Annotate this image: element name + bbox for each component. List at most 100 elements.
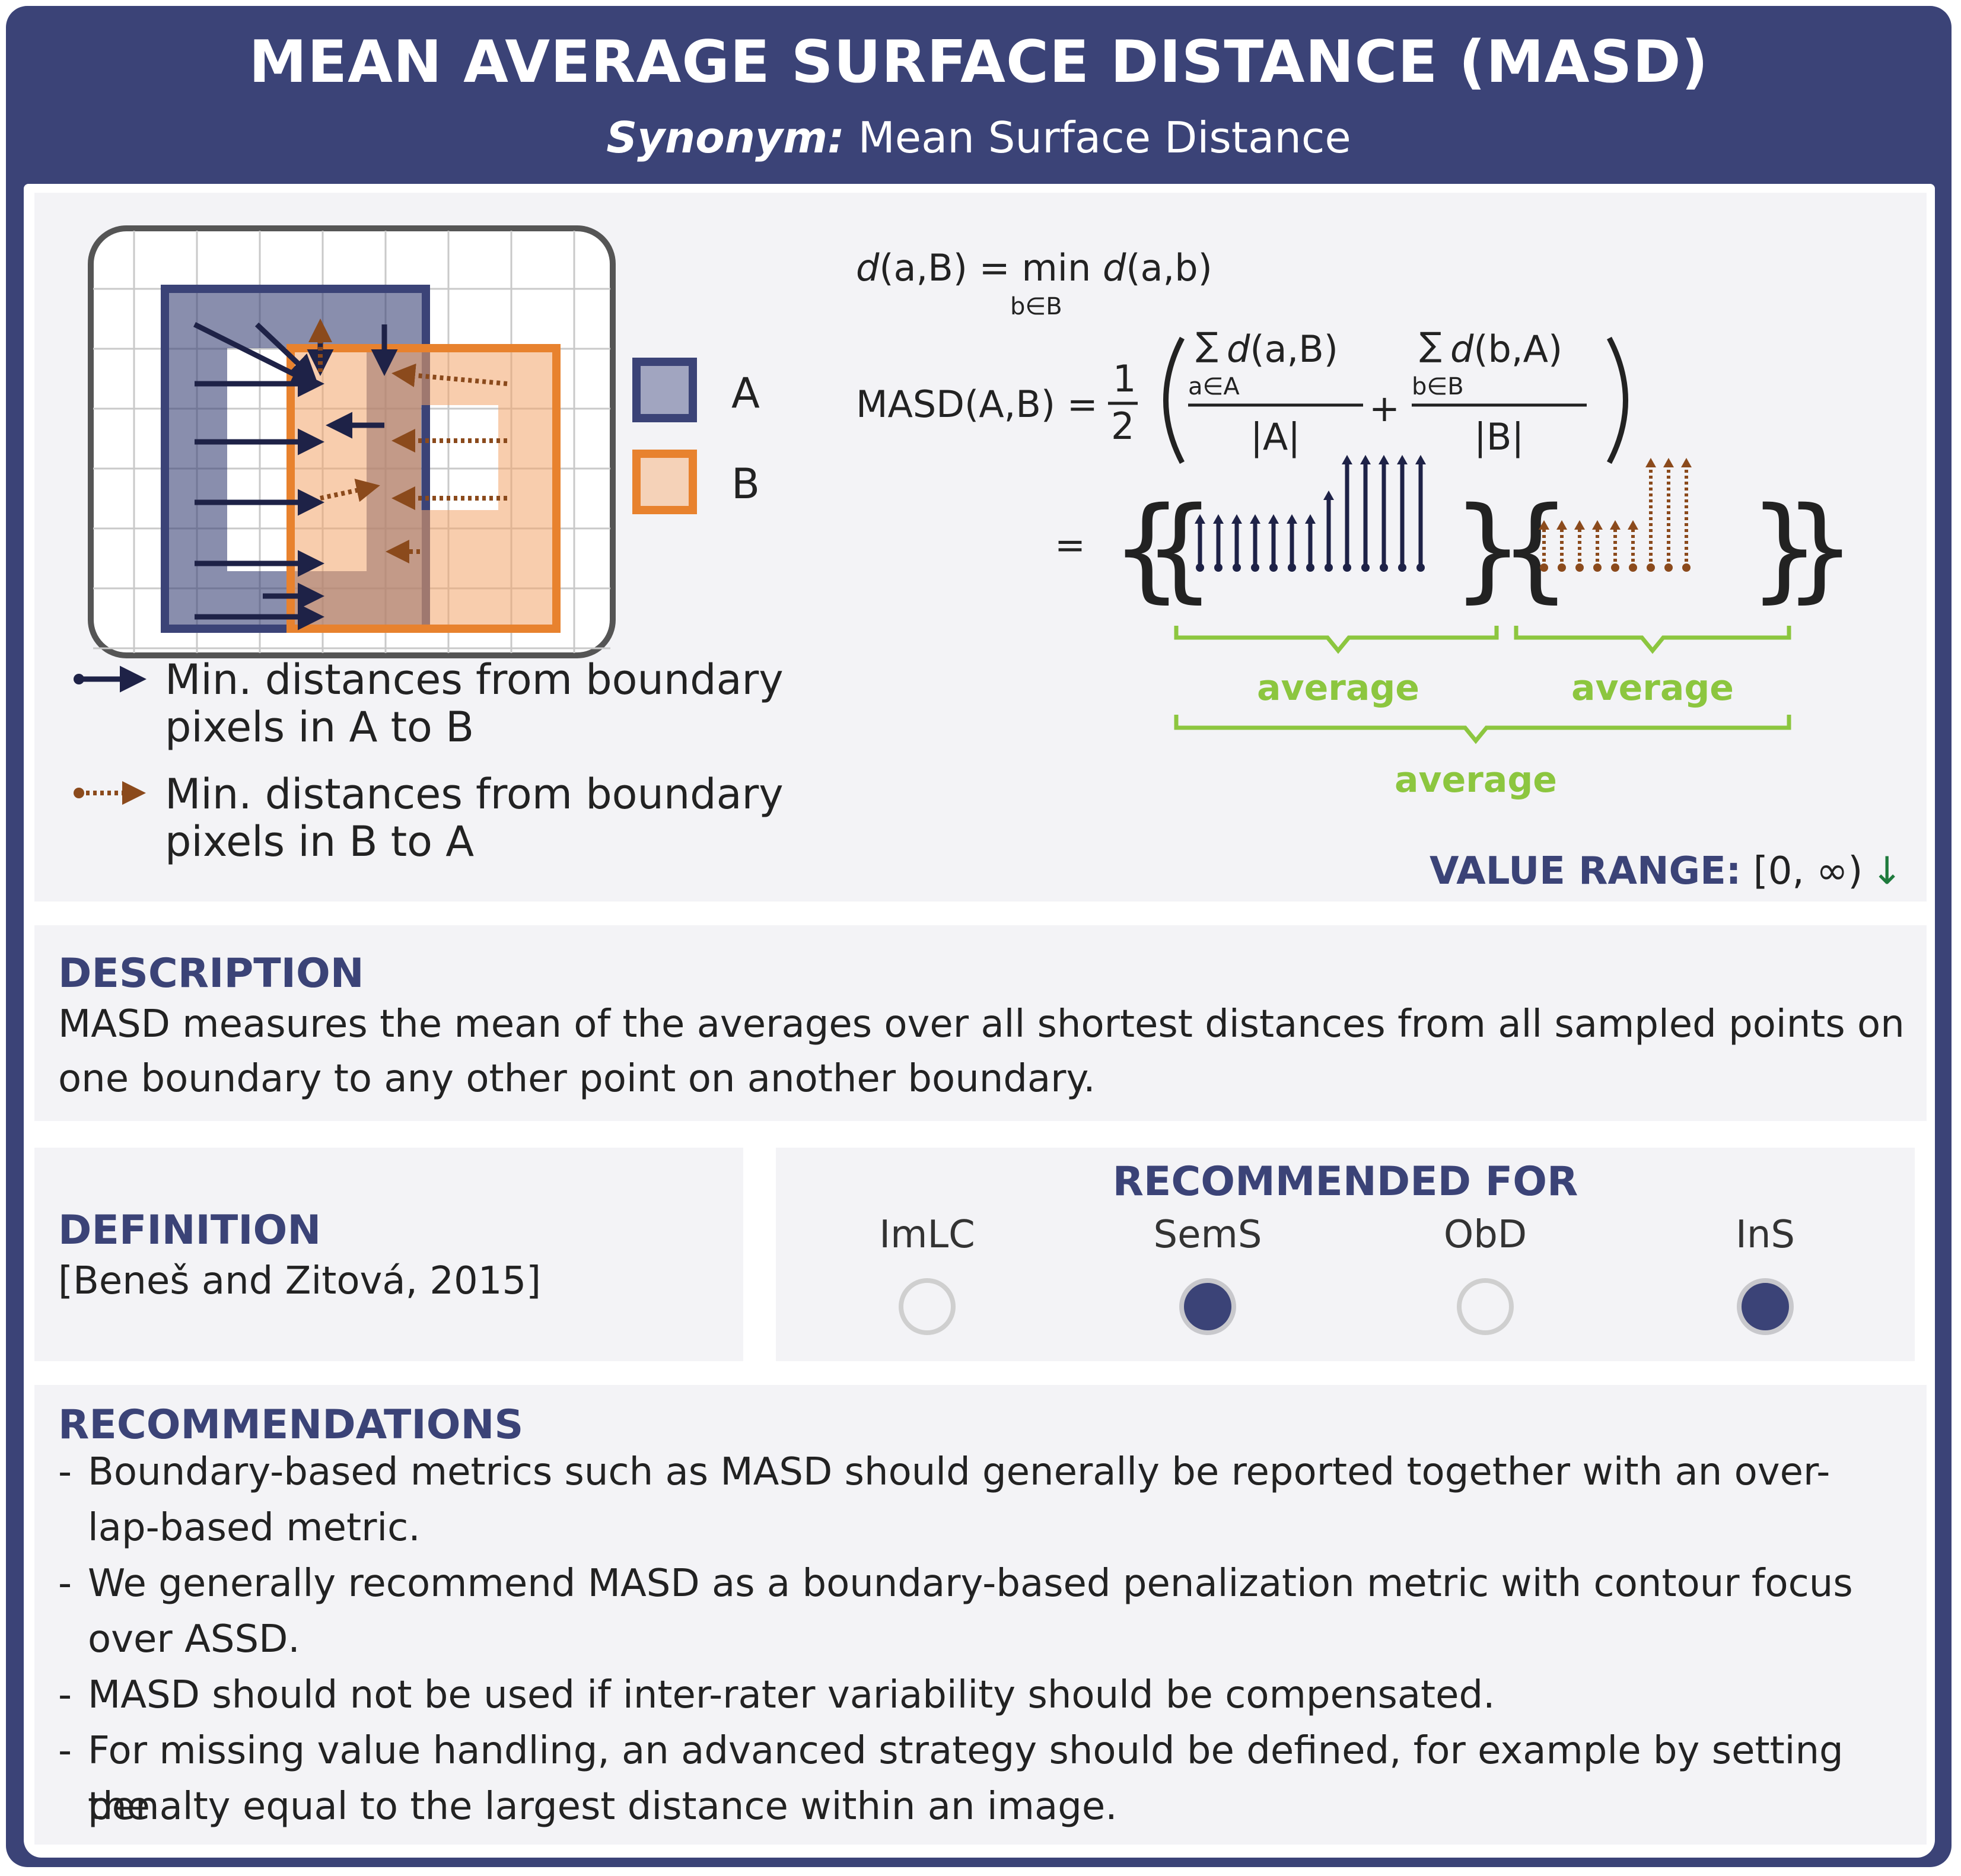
distance-arrow-a-dot xyxy=(1251,563,1259,572)
recommendation-4-line2: penalty equal to the largest distance wi… xyxy=(88,1785,1118,1829)
distance-arrow-b-head xyxy=(1681,458,1692,467)
svg-text:{: { xyxy=(1144,483,1215,614)
svg-text:2: 2 xyxy=(1111,404,1134,448)
average-right-label: average xyxy=(1571,667,1734,709)
distance-arrow-a-dot xyxy=(1361,563,1370,572)
svg-text:=: = xyxy=(1055,523,1085,566)
rec-label-ins: InS xyxy=(1735,1213,1796,1257)
distance-arrow-a-head xyxy=(1287,514,1297,524)
recommendation-3-line1: MASD should not be used if inter-rater v… xyxy=(88,1673,1495,1717)
bullet-dash: - xyxy=(58,1562,72,1606)
masd-lhs: MASD(A,B) = xyxy=(856,383,1098,426)
distance-arrow-a-dot xyxy=(1214,563,1223,572)
distance-arrow-b-head xyxy=(1556,520,1567,530)
svg-text:{: { xyxy=(1500,483,1571,614)
rec-indicator-sems xyxy=(1179,1278,1236,1335)
svg-text:1: 1 xyxy=(1113,357,1136,400)
rec-label-imlc: ImLC xyxy=(879,1213,975,1257)
distance-arrow-b-head xyxy=(1539,520,1549,530)
distance-arrow-b-head xyxy=(1645,458,1656,467)
definition-panel: DEFINITION [Beneš and Zitová, 2015] xyxy=(34,1148,743,1361)
illustration-panel: A B Min. distances from boundary pixels … xyxy=(34,193,1927,902)
legend-b-to-a-line2: pixels in B to A xyxy=(165,817,474,866)
recommendation-1-line1: Boundary-based metrics such as MASD shou… xyxy=(88,1450,1831,1494)
recommendations-panel: RECOMMENDATIONS - Boundary-based metrics… xyxy=(34,1385,1927,1845)
distance-arrow-a-head xyxy=(1195,514,1205,524)
recommendation-4-line1: For missing value handling, an advanced … xyxy=(88,1729,1844,1829)
distance-arrow-a-head xyxy=(1342,455,1352,464)
recommendation-4: - For missing value handling, an advance… xyxy=(58,1723,1921,1836)
distance-arrow-a-dot xyxy=(1269,563,1278,572)
distance-arrow-a-dot xyxy=(1196,563,1204,572)
recommendations-heading: RECOMMENDATIONS xyxy=(58,1402,524,1448)
distance-arrow-a-dot xyxy=(1306,563,1314,572)
distance-arrow-a-head xyxy=(1397,455,1408,464)
distance-arrow-a-dot xyxy=(1233,563,1241,572)
distance-arrow-a-dot xyxy=(1343,563,1351,572)
card-body: A B Min. distances from boundary pixels … xyxy=(24,184,1935,1858)
distance-arrow-a-head xyxy=(1379,455,1389,464)
distance-arrow-a-head xyxy=(1250,514,1260,524)
distance-arrow-b-head xyxy=(1610,520,1621,530)
illustration-svg: A B Min. distances from boundary pixels … xyxy=(74,225,1903,893)
value-range: VALUE RANGE: [0, ∞)↓ xyxy=(1430,849,1903,893)
distance-arrow-a-head xyxy=(1323,491,1334,500)
distance-arrow-b-dot xyxy=(1647,563,1655,572)
set-a-distances xyxy=(1195,455,1426,572)
min-subscript: b∈B xyxy=(1010,293,1062,320)
card-title: MEAN AVERAGE SURFACE DISTANCE (MASD) xyxy=(249,28,1709,96)
legend-a-label: A xyxy=(731,369,760,418)
definition-citation: [Beneš and Zitová, 2015] xyxy=(58,1259,542,1303)
svg-text:d(b,A): d(b,A) xyxy=(1450,327,1562,371)
rec-indicator-imlc xyxy=(899,1278,956,1335)
distance-arrow-a-dot xyxy=(1288,563,1296,572)
bullet-dash: - xyxy=(58,1729,72,1773)
recommendation-2-line1: We generally recommend MASD as a boundar… xyxy=(88,1562,1853,1606)
svg-text:∑: ∑ xyxy=(1419,326,1442,364)
recommendation-1: - Boundary-based metrics such as MASD sh… xyxy=(58,1444,1921,1557)
description-line2: one boundary to any other point on anoth… xyxy=(58,1057,1096,1101)
distance-arrow-b-dot xyxy=(1682,563,1691,572)
svg-text:|A|: |A| xyxy=(1250,415,1300,459)
svg-text:a∈A: a∈A xyxy=(1188,373,1240,400)
rec-label-sems: SemS xyxy=(1153,1213,1262,1257)
distance-arrow-a-head xyxy=(1268,514,1279,524)
arrow-legend-b-to-a: Min. distances from boundary pixels in B… xyxy=(74,770,784,866)
formula-d: d(a,B) = min d(a,b) b∈B xyxy=(856,246,1212,320)
distance-arrow-a-head xyxy=(1231,514,1242,524)
synonym-line: Synonym: Mean Surface Distance xyxy=(6,113,1952,163)
arrows-b-to-a xyxy=(308,318,508,563)
distance-arrow-a-head xyxy=(1305,514,1316,524)
distance-arrow-a-head xyxy=(1415,455,1426,464)
formula-sets: = { { } , { } } xyxy=(1055,455,1856,614)
legend-a-to-b-line2: pixels in A to B xyxy=(165,703,474,751)
distance-arrow-b-head xyxy=(1574,520,1585,530)
bullet-dash: - xyxy=(58,1673,72,1717)
bullet-dash: - xyxy=(58,1450,72,1494)
legend-a: A xyxy=(632,358,760,422)
distance-arrow-b-dot xyxy=(1558,563,1566,572)
distance-arrow-a-head xyxy=(1213,514,1224,524)
average-braces xyxy=(1174,626,1791,744)
svg-text:d(a,B): d(a,B) xyxy=(1227,327,1338,371)
distance-arrow-a-dot xyxy=(1398,563,1406,572)
distance-arrow-b-head xyxy=(1628,520,1638,530)
rec-indicator-ins xyxy=(1737,1278,1794,1335)
legend-b: B xyxy=(632,450,760,514)
svg-text:}: } xyxy=(1784,483,1856,614)
distance-arrow-b-head xyxy=(1663,458,1674,467)
distance-arrow-b-dot xyxy=(1575,563,1584,572)
svg-text:d(a,B) = min d(a,b): d(a,B) = min d(a,b) xyxy=(856,246,1212,289)
description-panel: DESCRIPTION MASD measures the mean of th… xyxy=(34,925,1927,1121)
distance-arrow-a-dot xyxy=(1416,563,1425,572)
distance-arrow-b-dot xyxy=(1611,563,1619,572)
svg-text:,: , xyxy=(1481,538,1492,581)
svg-text:∑: ∑ xyxy=(1196,326,1218,364)
set-b-distances xyxy=(1539,458,1692,572)
distance-arrow-a-dot xyxy=(1380,563,1388,572)
svg-text:}: } xyxy=(1452,483,1524,614)
recommendation-1-line2: lap-based metric. xyxy=(88,1506,421,1550)
description-heading: DESCRIPTION xyxy=(58,950,364,997)
legend-a-to-b-line1: Min. distances from boundary xyxy=(165,655,784,704)
distance-arrow-a-head xyxy=(1360,455,1371,464)
